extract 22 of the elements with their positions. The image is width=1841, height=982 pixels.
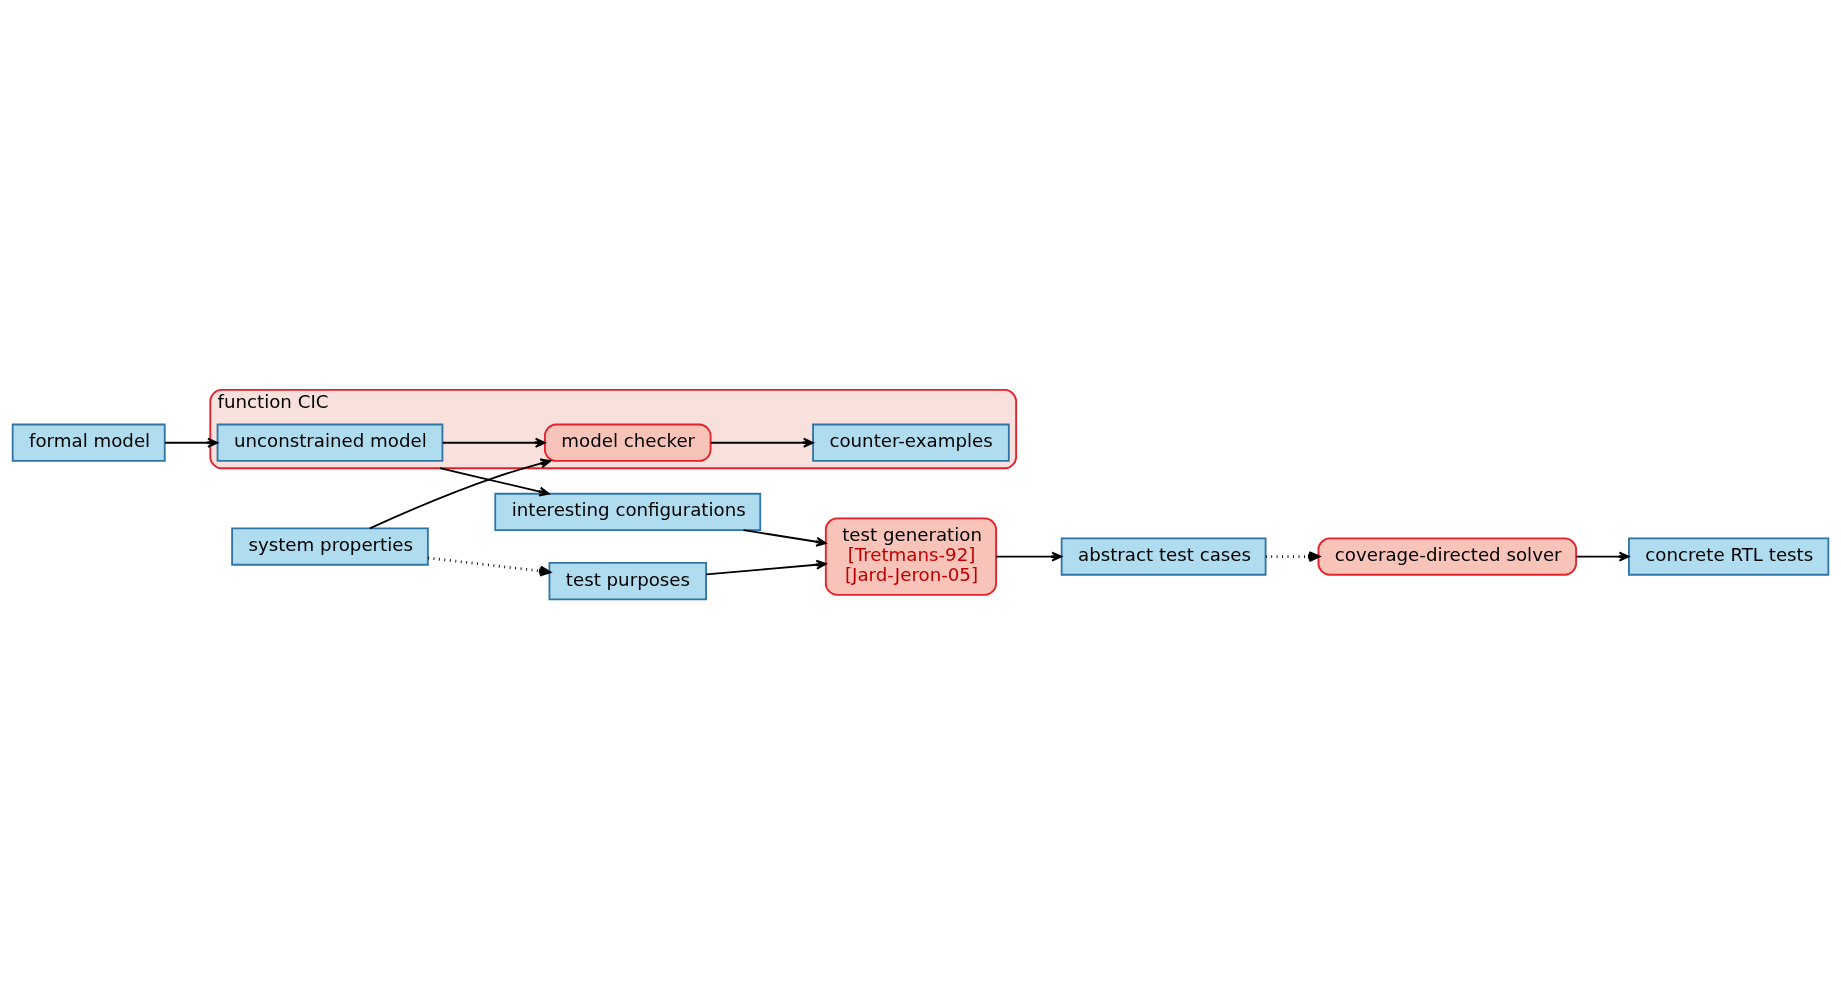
arrow	[439, 467, 550, 497]
arrow	[705, 559, 827, 576]
node-box: concrete RTL tests	[1628, 537, 1830, 576]
node-box: interesting configurations	[494, 492, 762, 532]
arrow	[164, 437, 219, 448]
node-box: system properties	[231, 527, 429, 566]
arrow	[368, 458, 551, 530]
node-box: unconstrained model	[216, 423, 444, 462]
arrow	[1265, 551, 1320, 563]
arrow	[709, 437, 814, 448]
node-box: model checker	[544, 423, 712, 462]
arrow	[995, 551, 1063, 562]
arrow	[441, 437, 546, 448]
node-box: test generation [Tretmans-92] [Jard-Jeron-05]	[824, 517, 997, 596]
arrow	[1575, 551, 1630, 562]
node-box: counter-examples	[812, 423, 1010, 462]
node-box: abstract test cases	[1060, 537, 1267, 576]
node-box: test purposes	[548, 562, 707, 601]
node-box: formal model	[11, 423, 166, 462]
node-box: coverage-directed solver	[1317, 537, 1577, 576]
arrow	[428, 556, 551, 577]
arrow	[742, 529, 827, 547]
